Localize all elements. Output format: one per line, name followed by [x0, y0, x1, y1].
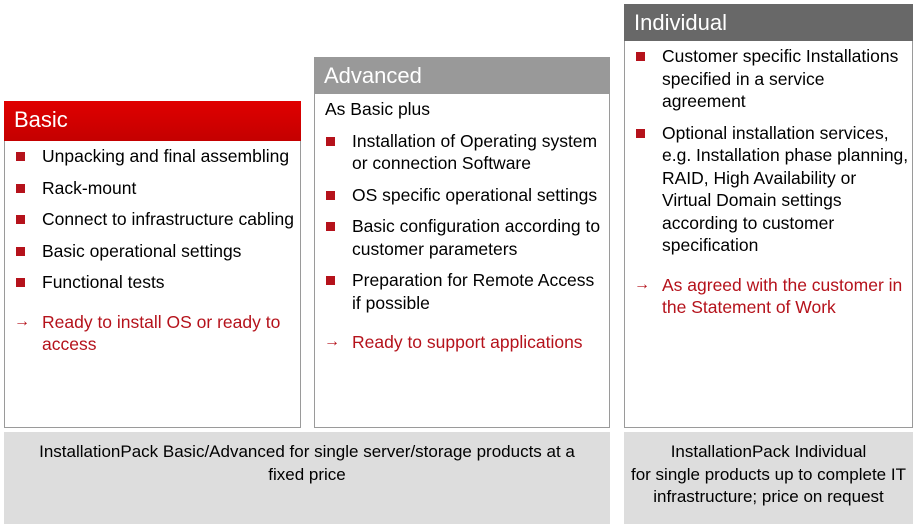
basic-result: →Ready to install OS or ready to access: [14, 311, 281, 355]
square-bullet-icon: [16, 152, 25, 161]
basic-panel: [4, 101, 301, 428]
list-item: OS specific operational settings: [325, 184, 605, 207]
individual-content: Customer specific Installations specifie…: [634, 45, 910, 319]
square-bullet-icon: [326, 276, 335, 285]
footer-basic-advanced: InstallationPack Basic/Advanced for sing…: [4, 432, 610, 524]
list-item: Optional installation services, e.g. Ins…: [635, 122, 910, 257]
basic-list: Unpacking and final assembling Rack-moun…: [15, 145, 295, 294]
list-item: Connect to infrastructure cabling: [15, 208, 295, 231]
right-arrow-icon: →: [634, 275, 650, 293]
individual-list: Customer specific Installations specifie…: [635, 45, 910, 257]
advanced-list: Installation of Operating system or conn…: [325, 130, 605, 315]
footer-individual-title: InstallationPack Individual: [670, 442, 867, 461]
advanced-result: →Ready to support applications: [324, 332, 583, 352]
list-item: Functional tests: [15, 271, 295, 294]
list-item: Preparation for Remote Access if possibl…: [325, 269, 605, 314]
square-bullet-icon: [326, 222, 335, 231]
individual-panel: [624, 4, 913, 428]
advanced-header: Advanced: [314, 57, 610, 94]
square-bullet-icon: [326, 136, 335, 146]
basic-header: Basic: [4, 101, 301, 141]
right-arrow-icon: →: [324, 333, 340, 350]
square-bullet-icon: [16, 183, 25, 193]
square-bullet-icon: [326, 190, 335, 200]
square-bullet-icon: [16, 246, 25, 256]
list-item: Rack-mount: [15, 177, 295, 200]
list-item: Unpacking and final assembling: [15, 145, 295, 168]
footer-basic-advanced-text: InstallationPack Basic/Advanced for sing…: [39, 442, 575, 484]
list-item: Installation of Operating system or conn…: [325, 130, 605, 175]
individual-header: Individual: [624, 4, 913, 41]
square-bullet-icon: [636, 52, 645, 61]
square-bullet-icon: [16, 278, 25, 287]
square-bullet-icon: [636, 128, 645, 138]
list-item: Basic operational settings: [15, 240, 295, 263]
footer-individual-text: for single products up to complete IT in…: [631, 464, 906, 507]
basic-content: Unpacking and final assembling Rack-moun…: [14, 145, 295, 356]
advanced-panel: [314, 57, 610, 428]
list-item: Basic configuration according to custome…: [325, 215, 605, 260]
individual-result: →As agreed with the customer in the Stat…: [634, 274, 903, 318]
advanced-content: As Basic plus Installation of Operating …: [324, 98, 605, 354]
square-bullet-icon: [16, 215, 25, 224]
right-arrow-icon: →: [14, 312, 30, 330]
list-item: Customer specific Installations specifie…: [635, 45, 910, 113]
footer-individual: InstallationPack Individual for single p…: [624, 432, 913, 524]
advanced-intro: As Basic plus: [325, 99, 431, 119]
